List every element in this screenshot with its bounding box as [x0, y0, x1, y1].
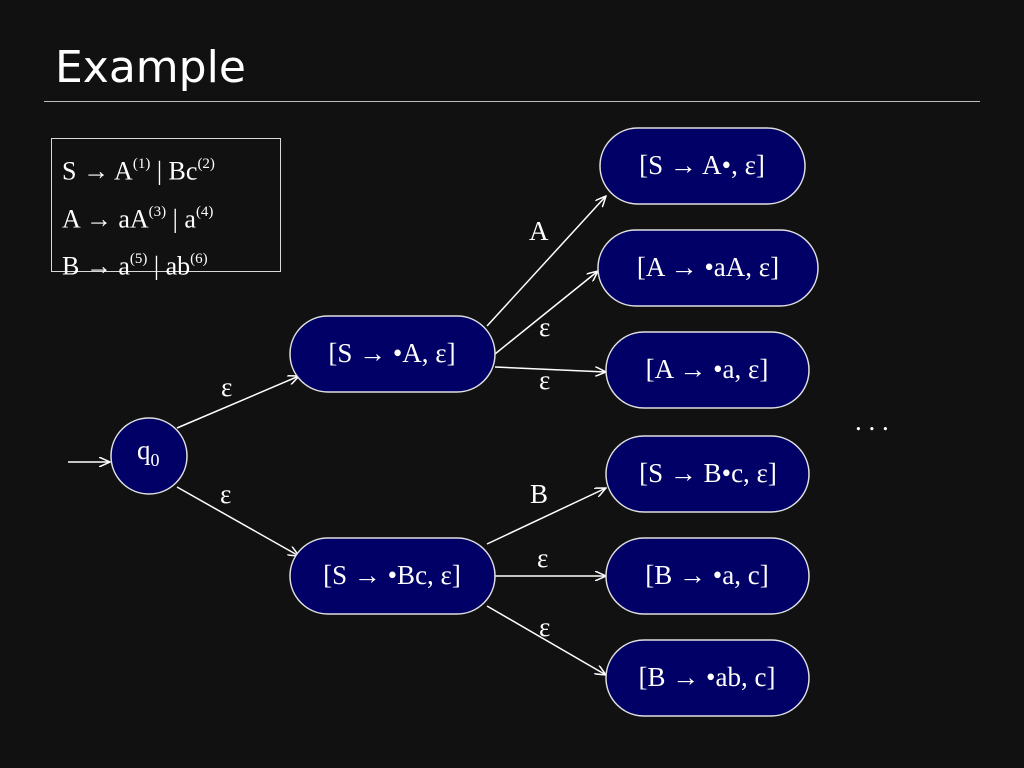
rule-alt: aA — [118, 204, 149, 234]
edge-n1-n3 — [486, 196, 606, 327]
rule-number: (6) — [190, 251, 208, 268]
grammar-rule-2: A → aA(3) | a(4) — [62, 193, 270, 241]
edge-label: B — [530, 479, 548, 509]
rule-alt: a — [118, 251, 130, 281]
rule-number: (2) — [197, 156, 215, 172]
rule-lhs: A — [62, 204, 80, 234]
grammar-box: S → A(1) | Bc(2) A → aA(3) | a(4) B → a(… — [51, 138, 281, 281]
rule-arrow: → — [85, 204, 112, 234]
rule-alt: ab — [165, 251, 191, 281]
item-label: [S → •Bc, ε] — [323, 560, 461, 590]
rule-lhs: B — [62, 251, 80, 281]
edge-q0-n1 — [176, 376, 299, 429]
edge-label: ε — [539, 612, 550, 642]
item-label: [S → •A, ε] — [328, 338, 455, 368]
grammar-rule-3: B → a(5) | ab(6) — [62, 240, 270, 288]
rule-arrow: → — [85, 251, 112, 281]
item-label: [S → A•, ε] — [639, 150, 765, 180]
rule-number: (1) — [132, 156, 151, 172]
title-divider — [44, 101, 980, 102]
continuation-ellipsis: . . . — [855, 406, 889, 436]
item-node: [A → •a, ε] — [605, 331, 810, 409]
edge-q0-n2 — [176, 486, 299, 556]
item-node: [B → •a, c] — [605, 537, 810, 615]
edge-label: A — [529, 216, 549, 246]
rule-arrow: → — [82, 156, 109, 186]
item-label: [A → •a, ε] — [646, 354, 769, 384]
item-label: [B → •ab, c] — [639, 662, 776, 692]
rule-separator: | — [156, 156, 163, 186]
rule-number: (5) — [129, 251, 148, 268]
rule-alt: Bc — [168, 156, 198, 186]
edge-n2-n6 — [486, 488, 606, 545]
item-node: [B → •ab, c] — [605, 639, 810, 717]
item-node: [S → •A, ε] — [289, 315, 496, 393]
rule-number: (4) — [195, 203, 214, 220]
rule-number: (3) — [148, 203, 167, 220]
rule-alt: A — [114, 156, 133, 186]
edge-label: ε — [221, 372, 232, 402]
rule-lhs: S — [62, 156, 77, 186]
item-node: [S → B•c, ε] — [605, 435, 810, 513]
edge-n2-n8 — [486, 605, 606, 675]
edge-label: ε — [539, 312, 550, 342]
edge-label: ε — [537, 543, 548, 573]
rule-separator: | — [153, 251, 160, 281]
item-node: [A → •aA, ε] — [597, 229, 819, 307]
start-state-label: q0 — [137, 435, 160, 470]
rule-separator: | — [172, 204, 178, 234]
start-state-node — [110, 417, 188, 495]
item-node: [S → A•, ε] — [599, 127, 806, 205]
page-title: Example — [55, 42, 246, 93]
item-label: [A → •aA, ε] — [637, 252, 779, 282]
edge-label: ε — [220, 479, 231, 509]
item-label: [B → •a, c] — [645, 560, 768, 590]
item-node: [S → •Bc, ε] — [289, 537, 496, 615]
edge-label: ε — [539, 365, 550, 395]
item-label: [S → B•c, ε] — [639, 458, 777, 488]
rule-alt: a — [184, 204, 196, 234]
grammar-rule-1: S → A(1) | Bc(2) — [62, 145, 270, 193]
edge-n1-n5 — [494, 366, 606, 372]
edge-n1-n4 — [494, 271, 598, 355]
